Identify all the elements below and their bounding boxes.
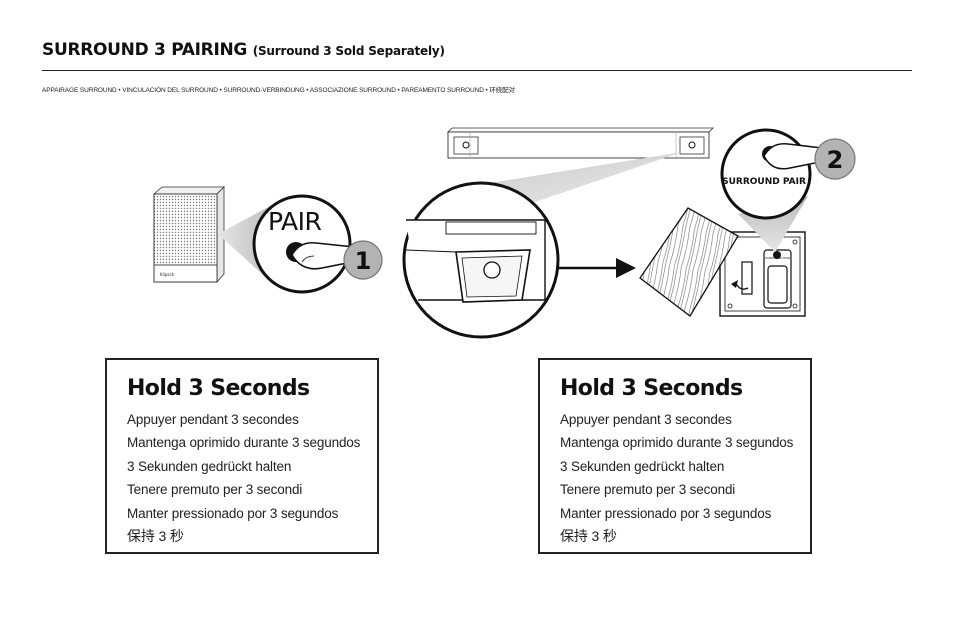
- instruction-line-es: Mantenga oprimido durante 3 segundos: [560, 435, 794, 451]
- instruction-translations: Appuyer pendant 3 secondes Mantenga opri…: [127, 408, 360, 548]
- instruction-line-it: Tenere premuto per 3 secondi: [560, 482, 736, 498]
- step-1-number: 1: [355, 247, 372, 275]
- surround-pair-zoom-circle: SURROUND PAIR: [720, 128, 825, 220]
- instruction-line-zh: 保持 3 秒: [560, 528, 617, 545]
- pairing-illustration: Klipsch PAIR 1: [152, 127, 856, 339]
- grille-cover: [639, 207, 739, 317]
- right-arrow-icon: [556, 258, 636, 278]
- surround-pair-label: SURROUND PAIR: [722, 177, 806, 187]
- instruction-line-es: Mantenga oprimido durante 3 segundos: [127, 435, 361, 451]
- pair-zoom-circle: PAIR: [252, 194, 357, 294]
- instruction-line-de: 3 Sekunden gedrückt halten: [560, 458, 725, 474]
- instruction-line-pt: Manter pressionado por 3 segundos: [560, 505, 772, 521]
- instruction-line-zh: 保持 3 秒: [127, 528, 184, 545]
- page-title: SURROUND 3 PAIRING (Surround 3 Sold Sepa…: [42, 40, 445, 60]
- surround-speaker: Klipsch: [152, 186, 225, 284]
- header-divider: [42, 70, 912, 71]
- step-1-badge: 1: [343, 240, 383, 280]
- instruction-translations: Appuyer pendant 3 secondes Mantenga opri…: [560, 408, 793, 548]
- instruction-heading: Hold 3 Seconds: [127, 376, 310, 401]
- pair-label: PAIR: [268, 207, 321, 236]
- instruction-heading: Hold 3 Seconds: [560, 376, 743, 401]
- zoom-cone-soundbar: [478, 152, 682, 202]
- instruction-box-1: Hold 3 Seconds Appuyer pendant 3 seconde…: [105, 358, 379, 554]
- title-main: SURROUND 3 PAIRING: [42, 40, 248, 60]
- rear-panel: SURROUND PAIR: [719, 231, 806, 317]
- step-2-number: 2: [827, 146, 844, 174]
- soundbar: [447, 127, 714, 159]
- instruction-box-2: Hold 3 Seconds Appuyer pendant 3 seconde…: [538, 358, 812, 554]
- step-2-badge: 2: [814, 138, 856, 180]
- instruction-line-pt: Manter pressionado por 3 segundos: [127, 505, 339, 521]
- translations-line: APPAIRAGE SURROUND • VINCULACIÓN DEL SUR…: [42, 87, 515, 94]
- soundbar-zoom-circle: [402, 181, 560, 339]
- instruction-line-fr: Appuyer pendant 3 secondes: [127, 412, 299, 427]
- speaker-brand: Klipsch: [160, 272, 175, 277]
- instruction-line-it: Tenere premuto per 3 secondi: [127, 482, 303, 498]
- instruction-line-de: 3 Sekunden gedrückt halten: [127, 458, 292, 474]
- instruction-line-fr: Appuyer pendant 3 secondes: [560, 412, 732, 427]
- title-subtitle: (Surround 3 Sold Separately): [252, 44, 445, 58]
